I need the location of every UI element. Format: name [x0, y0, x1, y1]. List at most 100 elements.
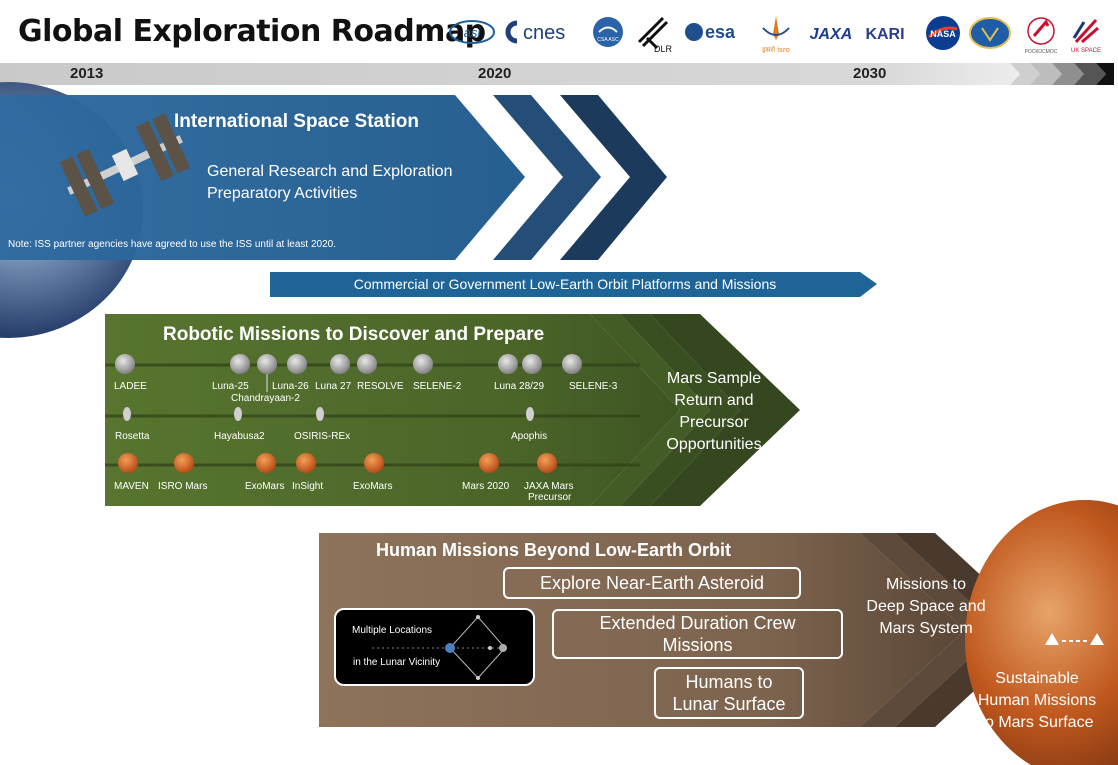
uk-space-logo: UK SPACE	[1068, 14, 1104, 56]
human-outcome-line: Mars System	[879, 620, 973, 637]
year-label: 2030	[853, 65, 887, 82]
cnes-logo: cnes	[503, 14, 583, 50]
mars-icon	[174, 453, 194, 473]
sustainable-missions: Sustainable Human Missions to Mars Surfa…	[972, 668, 1102, 734]
csa-logo-text: CSA ASC	[597, 37, 619, 43]
moon-icon	[230, 354, 250, 374]
iss-band	[0, 95, 667, 260]
mission-label: SELENE-2	[413, 381, 462, 392]
iss-station-image	[59, 113, 191, 217]
kari-logo-text: KARI	[865, 26, 904, 43]
robotic-title: Robotic Missions to Discover and Prepare	[163, 324, 545, 345]
mission-label: ExoMars	[353, 481, 393, 492]
asteroid-icon	[234, 407, 242, 421]
robotic-outcome-line: Mars Sample	[666, 370, 762, 387]
box-line: Missions	[662, 635, 733, 655]
lunar-vicinity-label: in the Lunar Vicinity	[353, 657, 441, 668]
page-title: Global Exploration Roadmap	[18, 14, 486, 49]
csa-logo: CSA ASC	[590, 14, 626, 50]
iss-description: General Research and Exploration Prepara…	[207, 161, 452, 205]
mars-icon	[364, 453, 384, 473]
moon-icon	[562, 354, 582, 374]
box-line: Explore Near-Earth Asteroid	[539, 573, 765, 593]
year-label: 2020	[478, 65, 512, 82]
commercial-arrow	[270, 272, 877, 297]
box-line: Lunar Surface	[672, 694, 786, 714]
moon-markers	[115, 354, 582, 392]
mission-label: Hayabusa2	[214, 431, 265, 442]
box-line: Extended Duration Crew	[599, 613, 796, 633]
mission-label: Mars 2020	[462, 481, 510, 492]
roscosmos-logo: РОСКОСМОС	[1018, 14, 1064, 56]
mission-label: Luna 27	[315, 381, 352, 392]
human-outcome-line: Deep Space and	[866, 598, 986, 615]
mars-planet-image	[965, 500, 1118, 765]
lunar-vicinity-label: Multiple Locations	[352, 625, 433, 636]
moon-icon	[257, 354, 277, 374]
esa-logo-text: esa	[705, 22, 736, 42]
lunar-surface-box: Humans to Lunar Surface	[654, 667, 804, 719]
asteroid-markers	[123, 407, 534, 421]
mission-label: Rosetta	[115, 431, 150, 442]
moon-icon	[413, 354, 433, 374]
mission-label: LADEE	[114, 381, 147, 392]
mission-label: Chandrayaan-2	[231, 393, 300, 404]
commercial-label: Commercial or Government Low-Earth Orbit…	[353, 276, 777, 292]
roscosmos-logo-text: РОСКОСМОС	[1025, 49, 1058, 55]
sustainable-line: to Mars Surface	[980, 714, 1094, 731]
mission-label: ExoMars	[245, 481, 285, 492]
human-title: Human Missions Beyond Low-Earth Orbit	[376, 540, 732, 560]
mission-label: Luna 28/29	[494, 381, 545, 392]
mission-label: Luna-25	[212, 381, 249, 392]
isro-logo: इसरो isro	[753, 14, 799, 56]
mission-label: MAVEN	[114, 481, 149, 492]
iss-description-line: General Research and Exploration	[207, 163, 453, 180]
timeline-bar	[0, 63, 1114, 85]
moon-icon	[357, 354, 377, 374]
asteroid-icon	[123, 407, 131, 421]
robotic-outcome-line: Return and	[674, 392, 754, 409]
nsau-logo	[968, 14, 1012, 52]
nasa-logo: NASA	[924, 14, 962, 52]
iss-note: Note: ISS partner agencies have agreed t…	[8, 239, 336, 250]
esa-logo: esa	[683, 14, 749, 50]
asteroid-icon	[526, 407, 534, 421]
asi-logo: asi	[448, 14, 496, 50]
year-label: 2013	[70, 65, 104, 82]
uk-space-logo-text: UK SPACE	[1071, 48, 1101, 54]
sustainable-line: Sustainable	[995, 670, 1079, 687]
near-earth-asteroid-box: Explore Near-Earth Asteroid	[503, 567, 801, 599]
agency-logos: asi cnes CSA ASC DLR esa इसरो isro JAXA …	[448, 10, 1104, 56]
sustainable-line: Human Missions	[977, 692, 1097, 709]
lunar-vicinity-inset	[334, 608, 535, 686]
asteroid-icon	[316, 407, 324, 421]
iss-title: International Space Station	[174, 111, 419, 132]
isro-logo-text: इसरो isro	[762, 45, 790, 54]
mission-label: InSight	[292, 481, 324, 492]
jaxa-logo: JAXA	[806, 14, 856, 50]
moon-icon	[330, 354, 350, 374]
mission-label: ISRO Mars	[158, 481, 208, 492]
mission-label: Luna-26	[272, 381, 309, 392]
box-line: Humans to	[685, 672, 773, 692]
mission-label: JAXA Mars	[524, 481, 574, 492]
extended-duration-box: Extended Duration Crew Missions	[552, 609, 843, 659]
robotic-outcome-line: Precursor	[679, 414, 749, 431]
moon-icon	[287, 354, 307, 374]
mission-label: OSIRIS-REx	[294, 431, 351, 442]
kari-logo: KARI	[860, 14, 910, 50]
nasa-logo-text: NASA	[930, 29, 956, 39]
mars-icon	[479, 453, 499, 473]
moon-icon	[522, 354, 542, 374]
mars-icon	[537, 453, 557, 473]
human-outcome: Missions to Deep Space and Mars System	[858, 574, 994, 640]
mars-icon	[118, 453, 138, 473]
cnes-logo-text: cnes	[523, 22, 565, 44]
robotic-outcome: Mars Sample Return and Precursor Opportu…	[654, 368, 774, 456]
mission-label: SELENE-3	[569, 381, 618, 392]
mission-label: Apophis	[511, 431, 548, 442]
mars-icon	[256, 453, 276, 473]
jaxa-logo-text: JAXA	[810, 26, 853, 43]
dlr-logo: DLR	[633, 14, 677, 54]
